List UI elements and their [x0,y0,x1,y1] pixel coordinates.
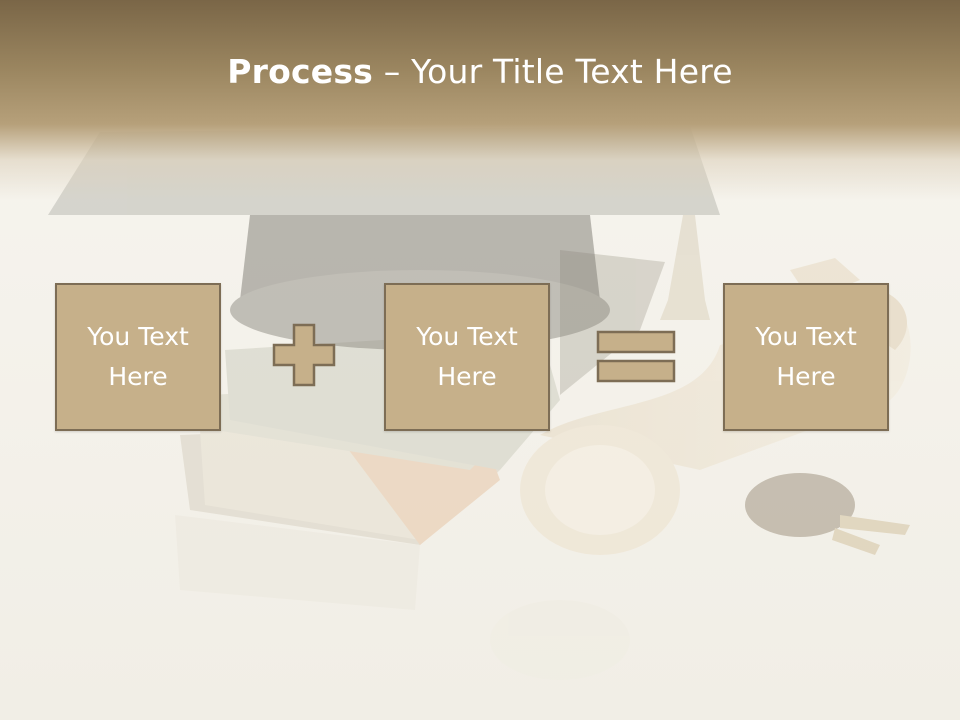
process-box-left-line2: Here [108,362,168,391]
slide-title: Process – Your Title Text Here [0,52,960,91]
process-box-left-text: You Text Here [78,317,198,397]
process-box-middle-line1: You Text [416,322,518,351]
process-box-middle-line2: Here [437,362,497,391]
equals-icon [596,330,676,383]
process-box-right-text: You Text Here [746,317,866,397]
process-box-right-line2: Here [776,362,836,391]
title-rest-part: – Your Title Text Here [373,52,733,91]
process-box-middle-text: You Text Here [407,317,527,397]
process-box-right[interactable]: You Text Here [723,283,889,431]
process-box-left[interactable]: You Text Here [55,283,221,431]
plus-icon [272,323,336,387]
header-band [0,0,960,200]
process-box-right-line1: You Text [755,322,857,351]
process-box-middle[interactable]: You Text Here [384,283,550,431]
title-bold-part: Process [227,52,374,91]
process-box-left-line1: You Text [87,322,189,351]
